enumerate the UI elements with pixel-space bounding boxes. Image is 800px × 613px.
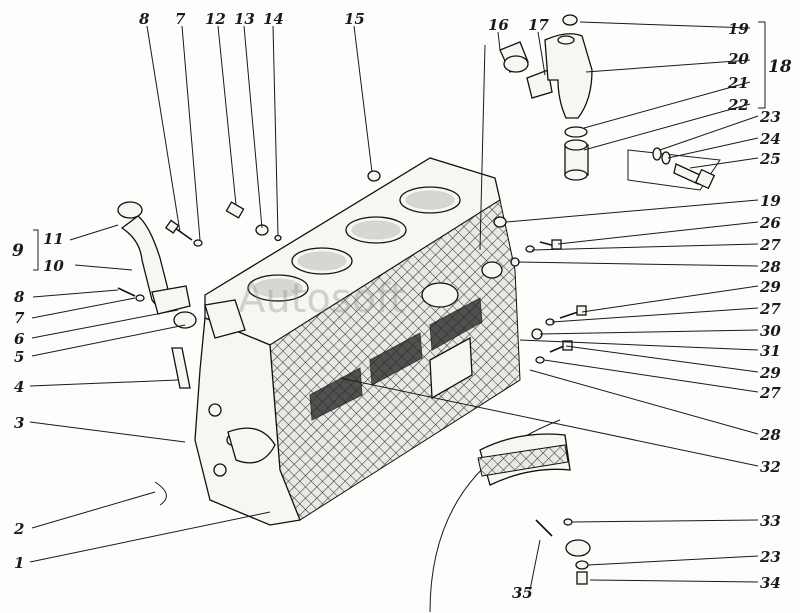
bolt-25-assembly: [627, 147, 721, 191]
callout-8: 8: [139, 10, 150, 28]
gasket-5: [173, 311, 197, 329]
bolt-29-assembly: [531, 305, 587, 364]
callout-26: 26: [759, 214, 781, 232]
hose-22: [564, 126, 589, 181]
callout-4: 4: [14, 378, 24, 396]
callout-8-lower: 8: [14, 288, 25, 306]
dowel-pin-4: [171, 347, 191, 389]
callout-22: 22: [727, 96, 749, 114]
callout-10: 10: [43, 257, 64, 275]
callout-21: 21: [727, 74, 749, 92]
callout-28-b: 28: [759, 426, 781, 444]
callout-27-c: 27: [759, 384, 781, 402]
callout-15: 15: [344, 10, 365, 28]
outlet-pipe-20: [526, 33, 593, 119]
callout-31: 31: [760, 342, 781, 360]
callout-17: 17: [528, 16, 549, 34]
callout-19-right: 19: [760, 192, 781, 210]
callout-25: 25: [759, 150, 781, 168]
callout-32: 32: [760, 458, 781, 476]
callout-labels: 8 7 12 13 14 15 9 11 10 8 7 6 5 4 3 2 1 …: [12, 10, 792, 602]
callout-11: 11: [43, 230, 64, 248]
callout-3: 3: [14, 414, 24, 432]
plug-19-right: [493, 216, 507, 228]
cylinder-block: [194, 157, 521, 526]
crescent-2: [154, 481, 167, 506]
leader-lines: [29, 21, 766, 591]
cap-16: [499, 41, 529, 73]
callout-7-lower: 7: [14, 309, 25, 327]
callout-30: 30: [760, 322, 781, 340]
callout-16: 16: [488, 16, 509, 34]
callout-29-b: 29: [759, 364, 781, 382]
callout-18: 18: [768, 57, 792, 77]
callout-27-b: 27: [759, 300, 781, 318]
callout-5: 5: [14, 348, 24, 366]
plug-19-top: [562, 14, 578, 26]
callout-33: 33: [760, 512, 781, 530]
callout-35: 35: [512, 584, 533, 602]
callout-23: 23: [759, 108, 781, 126]
callout-27-a: 27: [759, 236, 781, 254]
callout-20: 20: [727, 50, 749, 68]
callout-12: 12: [205, 10, 226, 28]
bolt-8-bottom: [117, 287, 145, 302]
callout-24: 24: [759, 130, 781, 148]
bearing-shell-detail: [429, 419, 571, 613]
bolt-8-top: [164, 219, 203, 247]
callout-2: 2: [13, 520, 24, 538]
callout-34: 34: [760, 574, 781, 592]
oil-nozzle-35: [535, 518, 591, 585]
water-pipe-10: [117, 201, 191, 315]
callout-7: 7: [175, 10, 186, 28]
plug-15: [367, 170, 381, 182]
callout-28-a: 28: [759, 258, 781, 276]
callout-29-a: 29: [759, 278, 781, 296]
callout-1: 1: [14, 554, 24, 572]
stud-12-13-14: [225, 201, 282, 242]
watermark: Autosoft: [238, 276, 405, 322]
callout-6: 6: [14, 330, 25, 348]
callout-9: 9: [12, 241, 24, 261]
callout-19-top: 19: [728, 20, 749, 38]
callout-14: 14: [263, 10, 284, 28]
callout-13: 13: [234, 10, 255, 28]
callout-23-lower: 23: [759, 548, 781, 566]
